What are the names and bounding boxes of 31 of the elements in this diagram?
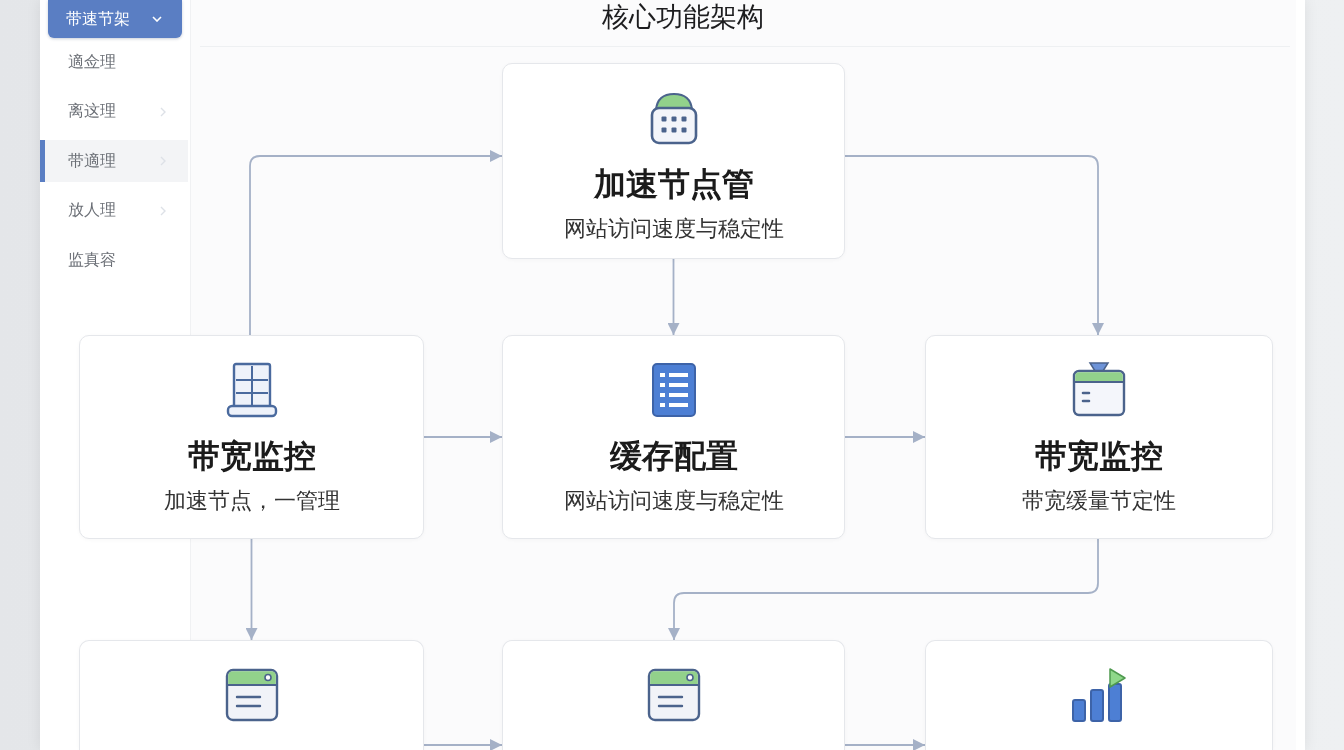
arrow bbox=[667, 258, 680, 336]
arrow bbox=[249, 150, 503, 336]
process-card bbox=[925, 335, 1273, 539]
nav-item: 放人理 bbox=[40, 189, 188, 232]
nav-item: 监真容 bbox=[67, 248, 117, 271]
arrow bbox=[844, 155, 1104, 336]
node-subtitle: 网站访问速度与稳定性 bbox=[563, 215, 784, 243]
node-subtitle: 带宽缓量节定性 bbox=[1022, 487, 1176, 515]
arrow bbox=[844, 739, 926, 750]
empty-card bbox=[502, 640, 845, 750]
process-card bbox=[502, 63, 845, 259]
nav-item: 適佥理 bbox=[67, 50, 117, 73]
node-subtitle: 网站访问速度与稳定性 bbox=[563, 487, 784, 515]
node-title: 缓存配置 bbox=[609, 436, 738, 476]
nav-item: 带適理 bbox=[40, 140, 188, 182]
empty-card bbox=[925, 640, 1273, 750]
node-subtitle: 加速节点，一管理 bbox=[163, 487, 340, 515]
arrow bbox=[844, 431, 926, 443]
node-title: 带宽监控 bbox=[1035, 436, 1163, 476]
arrow bbox=[423, 431, 503, 443]
node-title: 加速节点管 bbox=[593, 164, 754, 204]
empty-card bbox=[79, 640, 424, 750]
arrow bbox=[245, 538, 258, 641]
process-card bbox=[79, 335, 424, 539]
nav-item: 离这理 bbox=[40, 90, 188, 133]
arrow bbox=[423, 739, 503, 750]
arrow bbox=[668, 538, 1099, 641]
node-title: 带宽监控 bbox=[187, 436, 316, 476]
process-card bbox=[502, 335, 845, 539]
diagram-title: 核心功能架构 bbox=[602, 0, 764, 34]
menu-dropdown-button: 带速节架 bbox=[48, 0, 182, 38]
